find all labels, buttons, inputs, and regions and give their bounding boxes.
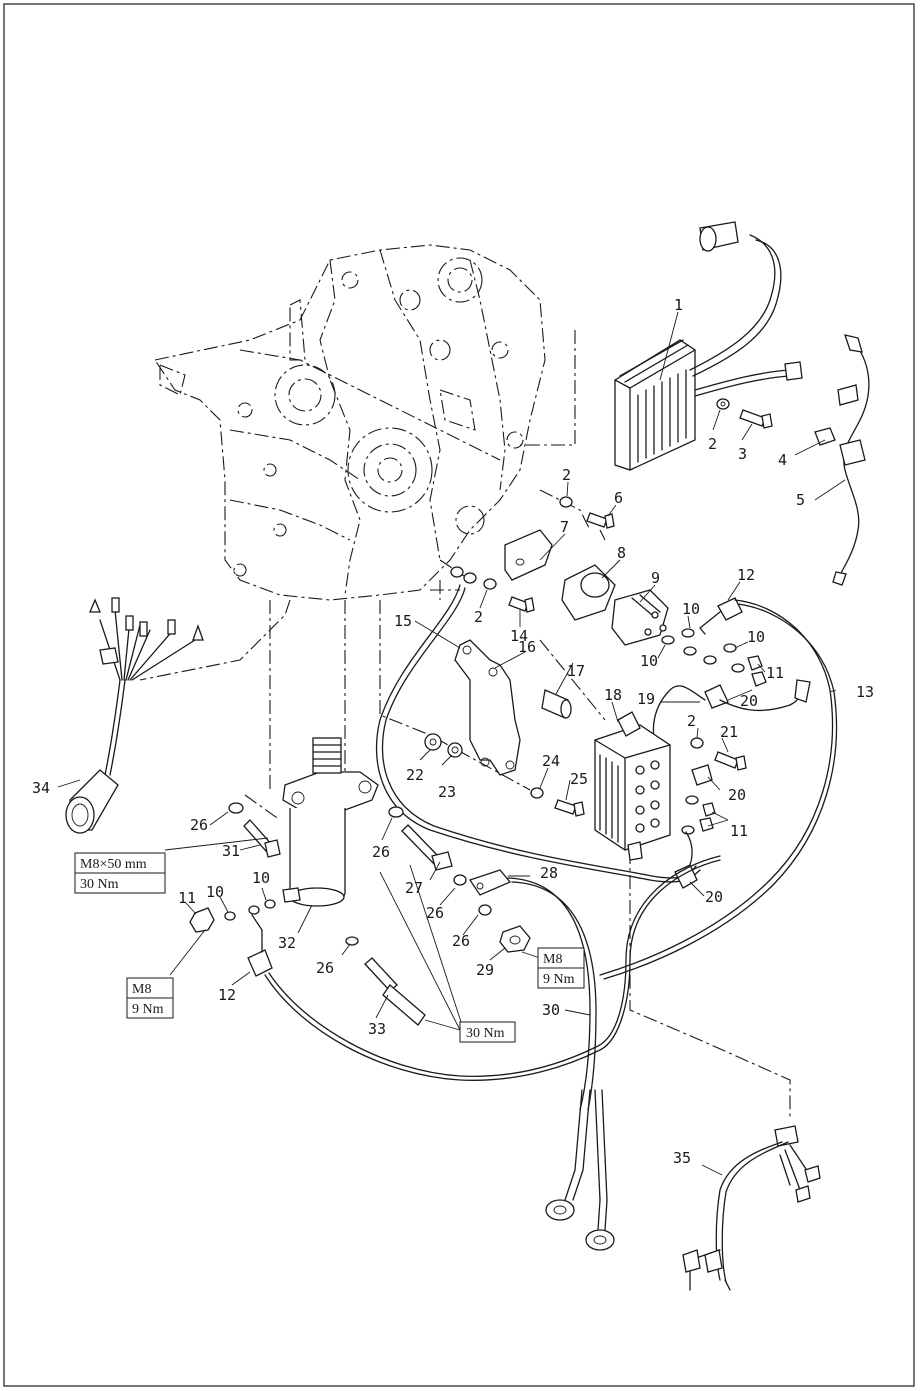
callout-26: 26 [190, 816, 208, 834]
callout-26: 26 [452, 932, 470, 950]
callout-26: 26 [426, 904, 444, 922]
callout-10: 10 [206, 883, 224, 901]
part-washer-bolt-14 [450, 566, 535, 613]
callout-26: 26 [316, 959, 334, 977]
callout-10: 10 [640, 652, 658, 670]
callout-6: 6 [614, 489, 623, 507]
callout-11: 11 [730, 822, 748, 840]
callout-10: 10 [747, 628, 765, 646]
part-nut-29 [499, 925, 531, 953]
spec-size: M8 [132, 982, 151, 997]
engine-block [154, 244, 546, 601]
part-bolt-31 [228, 802, 281, 858]
part-holder-8 [561, 564, 616, 621]
callout-24: 24 [542, 752, 560, 770]
spec-torque: 9 Nm [132, 1002, 164, 1017]
callout-35: 35 [673, 1149, 691, 1167]
callout-8: 8 [617, 544, 626, 562]
callout-31: 31 [222, 842, 240, 860]
spec-box-starter: 30 Nm [459, 1021, 516, 1043]
callout-20: 20 [728, 786, 746, 804]
callout-15: 15 [394, 612, 412, 630]
callout-26: 26 [372, 843, 390, 861]
spec-box-nut-29: M8 9 Nm [537, 947, 585, 989]
part-washer-bolt-mid [559, 496, 615, 529]
callout-22: 22 [406, 766, 424, 784]
callout-30: 30 [542, 1001, 560, 1019]
part-lower-nut-washers [189, 855, 721, 1081]
spec-torque: 30 Nm [466, 1026, 505, 1041]
part-cable-28 [468, 869, 597, 1111]
callout-33: 33 [368, 1020, 386, 1038]
callout-11: 11 [178, 889, 196, 907]
part-sub-harness-35 [682, 1125, 821, 1291]
spec-box-bolt-31: M8×50 mm 30 Nm [74, 852, 166, 894]
spec-torque: 9 Nm [543, 972, 575, 987]
callout-13: 13 [856, 683, 874, 701]
callout-11: 11 [766, 664, 784, 682]
part-bracket-7 [504, 529, 553, 581]
callout-2: 2 [708, 435, 717, 453]
callout-10: 10 [252, 869, 270, 887]
spec-size: M8×50 mm [80, 857, 147, 872]
spec-box-nut-11: M8 9 Nm [126, 977, 174, 1019]
part-stud-27 [388, 806, 492, 916]
callout-3: 3 [738, 445, 747, 463]
part-main-harness-34 [65, 597, 204, 834]
callout-17: 17 [567, 662, 585, 680]
callout-5: 5 [796, 491, 805, 509]
callout-10: 10 [682, 600, 700, 618]
callout-14: 14 [510, 627, 528, 645]
part-grommets-washers-bolt [424, 733, 585, 817]
callout-25: 25 [570, 770, 588, 788]
part-battery-cable-13 [599, 597, 838, 980]
part-terminal-block-18 [594, 711, 671, 861]
part-starter-motor-32 [282, 737, 379, 907]
callout-12: 12 [218, 986, 236, 1004]
callout-32: 32 [278, 934, 296, 952]
part-plate-16 [454, 639, 521, 776]
callout-4: 4 [778, 451, 787, 469]
callout-18: 18 [604, 686, 622, 704]
callout-28: 28 [540, 864, 558, 882]
callout-1: 1 [674, 296, 683, 314]
callout-7: 7 [560, 518, 569, 536]
part-washer-bolt-21 [690, 737, 747, 771]
part-rectifier-regulator [614, 221, 803, 471]
callout-20: 20 [740, 692, 758, 710]
callout-labels: 1 2 3 4 5 2 6 7 8 9 12 10 10 10 11 2 14 … [32, 296, 874, 1167]
callout-19: 19 [637, 690, 655, 708]
part-spacer-17 [541, 689, 572, 719]
part-wire-19 [652, 679, 811, 751]
part-relay-9 [611, 589, 669, 646]
callout-12: 12 [737, 566, 755, 584]
callout-27: 27 [405, 879, 423, 897]
part-sensor-harness [814, 334, 870, 586]
part-lugs-nuts-lower [674, 764, 716, 889]
callout-16: 16 [518, 638, 536, 656]
callout-2: 2 [562, 466, 571, 484]
part-bolt-33 [345, 936, 426, 1026]
spec-torque: 30 Nm [80, 877, 119, 892]
callout-29: 29 [476, 961, 494, 979]
part-washer-bolt-set-top [716, 398, 773, 429]
leader-lines [57, 311, 846, 1176]
callout-20: 20 [705, 888, 723, 906]
part-battery-leads-30 [545, 1089, 615, 1251]
part-ground-lead-15 [375, 584, 701, 883]
spec-size: M8 [543, 952, 562, 967]
callout-2: 2 [687, 712, 696, 730]
diagram-frame [3, 3, 915, 1387]
callout-2: 2 [474, 608, 483, 626]
callout-21: 21 [720, 723, 738, 741]
callout-9: 9 [651, 569, 660, 587]
callout-23: 23 [438, 783, 456, 801]
callout-34: 34 [32, 779, 50, 797]
